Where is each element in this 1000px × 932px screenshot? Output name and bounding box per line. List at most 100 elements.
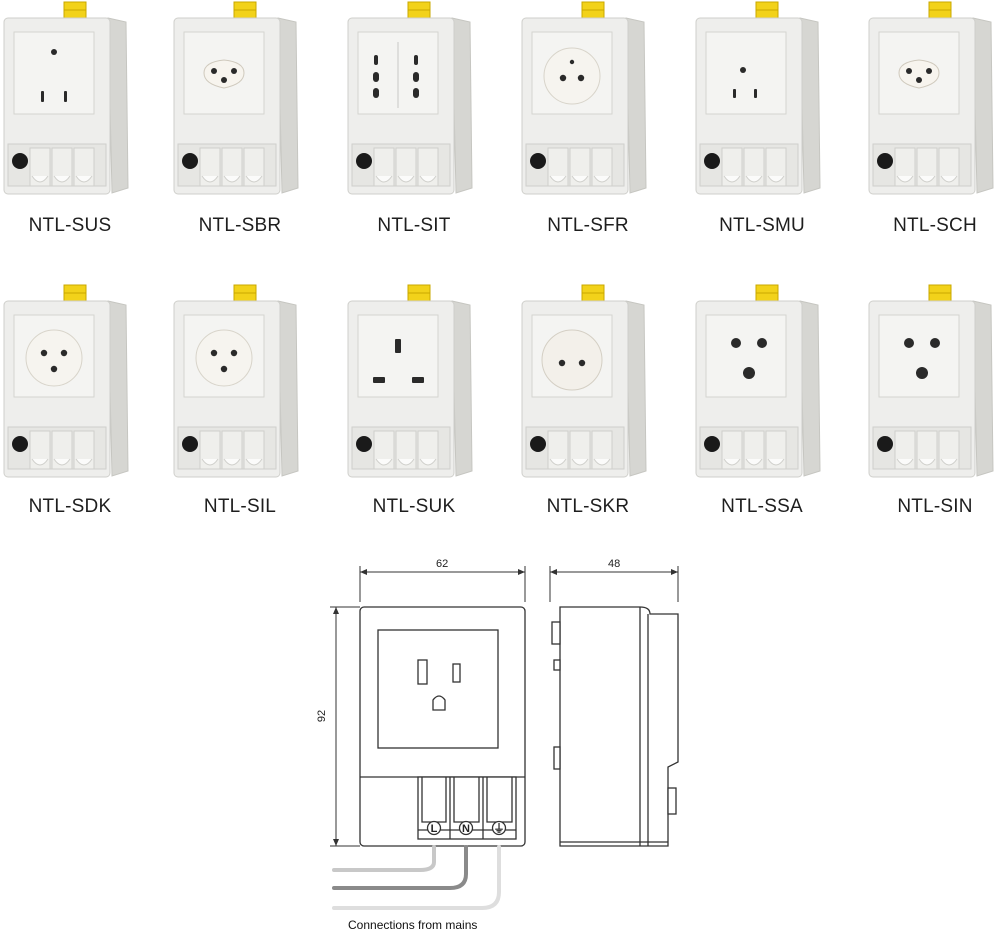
terminal-screw [918, 175, 936, 183]
product-model-label: NTL-SUK [372, 496, 456, 517]
socket-hole [754, 89, 757, 98]
socket-hole [743, 367, 755, 379]
housing-side [277, 17, 299, 194]
socket-face [878, 314, 960, 398]
terminal-l-label: L [431, 823, 438, 835]
socket-hole [211, 68, 217, 74]
socket-hole [413, 72, 419, 82]
depth-dimension-value: 48 [608, 558, 621, 570]
socket-insert [543, 47, 601, 105]
housing-side [972, 17, 994, 194]
reset-button [704, 436, 720, 452]
socket-face [357, 314, 439, 398]
socket-pattern [543, 47, 601, 105]
socket-hole [740, 67, 746, 73]
socket-hole [757, 338, 767, 348]
socket-hole [50, 365, 58, 373]
socket-hole [373, 72, 379, 82]
socket-product-image [868, 1, 994, 195]
mains-wires [332, 845, 501, 910]
socket-hole [41, 91, 44, 102]
socket-hole [558, 359, 566, 367]
socket-hole [60, 349, 68, 357]
housing-side [625, 300, 647, 477]
socket-pattern [41, 49, 67, 102]
socket-hole [930, 338, 940, 348]
terminal-screw [723, 175, 741, 183]
socket-hole [373, 88, 379, 98]
socket-pattern [898, 59, 940, 89]
terminal-screw [593, 175, 611, 183]
terminal-screw [745, 458, 763, 466]
socket-pattern [731, 338, 767, 379]
housing-side [799, 300, 821, 477]
socket-hole [210, 349, 218, 357]
housing-side [107, 17, 129, 194]
socket-insert [25, 329, 83, 387]
socket-hole [733, 89, 736, 98]
socket-insert [195, 329, 253, 387]
socket-hole [373, 377, 385, 383]
socket-product-image [173, 284, 299, 478]
socket-product-image [3, 284, 129, 478]
socket-product-image [868, 284, 994, 478]
socket-pattern [195, 329, 253, 387]
socket-insert [203, 59, 245, 89]
socket-hole [731, 338, 741, 348]
terminal-screw [245, 175, 263, 183]
socket-hole [51, 49, 57, 55]
socket-hole [40, 349, 48, 357]
reset-button [530, 153, 546, 169]
terminal-screw [571, 175, 589, 183]
terminal-screw [53, 458, 71, 466]
terminal-screw [549, 175, 567, 183]
reset-button [182, 436, 198, 452]
terminal-screw [723, 458, 741, 466]
dimension-drawing-svg: L N ⏚ [330, 566, 679, 910]
terminal-screw [745, 175, 763, 183]
height-dimension-value: 92 [316, 709, 329, 723]
socket-product-image [347, 284, 473, 478]
terminal-screw [397, 458, 415, 466]
socket-hole [230, 349, 238, 357]
terminal-screw [767, 175, 785, 183]
socket-hole [414, 55, 418, 65]
terminal-screw [31, 175, 49, 183]
socket-insert [898, 59, 940, 89]
terminal-screw [223, 175, 241, 183]
socket-pattern [733, 67, 757, 98]
socket-hole [64, 91, 67, 102]
reset-button [356, 436, 372, 452]
terminal-screw [245, 458, 263, 466]
terminal-screw [201, 175, 219, 183]
socket-hole [374, 55, 378, 65]
socket-hole [395, 339, 401, 353]
terminal-earth-label: ⏚ [494, 822, 505, 835]
width-dimension-value: 62 [436, 558, 449, 570]
socket-hole [906, 68, 912, 74]
housing-side [451, 300, 473, 477]
terminal-screw [918, 458, 936, 466]
terminal-screw [593, 458, 611, 466]
terminal-screw [940, 458, 958, 466]
terminal-screw [896, 175, 914, 183]
reset-button [704, 153, 720, 169]
terminal-screw [223, 458, 241, 466]
socket-product-image [521, 1, 647, 195]
socket-face [705, 314, 787, 398]
terminal-screw [896, 458, 914, 466]
socket-pattern [373, 339, 424, 383]
terminal-screw [767, 458, 785, 466]
socket-hole [904, 338, 914, 348]
housing-side [277, 300, 299, 477]
product-model-label: NTL-SSA [721, 496, 803, 517]
terminal-screw [397, 175, 415, 183]
mains-connection-caption: Connections from mains [348, 918, 478, 932]
dimension-drawing: L N ⏚ 62 48 92 [316, 552, 700, 932]
terminal-screw [419, 458, 437, 466]
housing-side [451, 17, 473, 194]
terminal-screw [75, 458, 93, 466]
socket-hole [412, 377, 424, 383]
reset-button [530, 436, 546, 452]
product-model-label: NTL-SBR [198, 215, 282, 236]
